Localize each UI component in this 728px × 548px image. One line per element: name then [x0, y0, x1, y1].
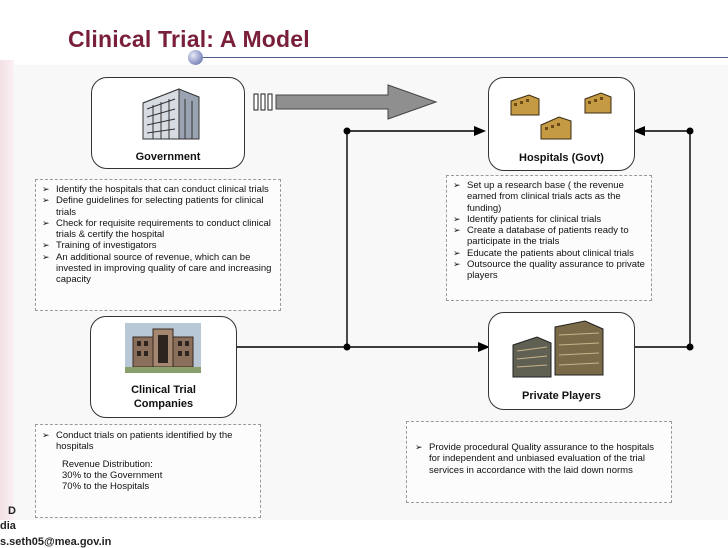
government-note-item: Define guidelines for selecting patients… [40, 195, 276, 218]
private-players-label: Private Players [522, 390, 601, 402]
connector-arrowhead-right [633, 126, 645, 136]
revenue-government-share: 30% to the Government [62, 469, 163, 481]
government-to-hospitals-arrow [253, 84, 438, 120]
footer-email: s.seth05@mea.gov.in [0, 536, 112, 548]
ct-companies-notes: Conduct trials on patients identified by… [35, 424, 261, 518]
hospitals-notes: Set up a research base ( the revenue ear… [446, 175, 652, 301]
revenue-distribution-heading: Revenue Distribution: [62, 458, 153, 470]
private-players-notes: Provide procedural Quality assurance to … [406, 421, 672, 503]
title-bullet-icon [188, 50, 203, 65]
hospitals-note-item: Create a database of patients ready to p… [451, 225, 647, 248]
private-players-node: Private Players [488, 312, 635, 410]
government-note-item: Check for requisite requirements to cond… [40, 218, 276, 241]
footer-line-1: D [8, 505, 16, 517]
company-building-icon [125, 323, 201, 373]
government-note-item: Identify the hospitals that can conduct … [40, 184, 276, 196]
hospitals-note-item: Outsource the quality assurance to priva… [451, 259, 647, 282]
ct-companies-node: Clinical Trial Companies [90, 316, 237, 418]
government-label: Government [135, 151, 201, 163]
revenue-hospital-share: 70% to the Hospitals [62, 481, 150, 493]
slide-side-decoration [0, 60, 14, 520]
government-notes: Identify the hospitals that can conduct … [35, 179, 281, 311]
private-buildings-icon [512, 320, 604, 378]
ct-companies-label-line2: Companies [133, 398, 194, 410]
hospitals-label: Hospitals (Govt) [519, 152, 604, 164]
government-note-item: An additional source of revenue, which c… [40, 252, 276, 286]
hospitals-note-item: Educate the patients about clinical tria… [451, 248, 647, 260]
private-players-to-hospitals-connector [635, 130, 691, 348]
ct-companies-label-line1: Clinical Trial [131, 384, 196, 396]
hospitals-note-item: Set up a research base ( the revenue ear… [451, 180, 647, 214]
hospitals-node: Hospitals (Govt) [488, 77, 635, 171]
government-note-item: Training of investigators [40, 240, 276, 252]
footer-line-2: dia [0, 520, 16, 532]
connector-arrowhead-left [474, 126, 486, 136]
slide-title: Clinical Trial: A Model [68, 26, 310, 52]
hospital-buildings-icon [510, 92, 612, 140]
title-underline [198, 57, 728, 58]
government-node: Government [91, 77, 245, 169]
hospitals-note-item: Identify patients for clinical trials [451, 214, 647, 226]
companies-to-hospitals-connector [236, 130, 476, 348]
private-players-note-item: Provide procedural Quality assurance to … [413, 442, 665, 476]
ct-companies-note-item: Conduct trials on patients identified by… [40, 430, 256, 453]
government-building-icon [142, 88, 200, 140]
